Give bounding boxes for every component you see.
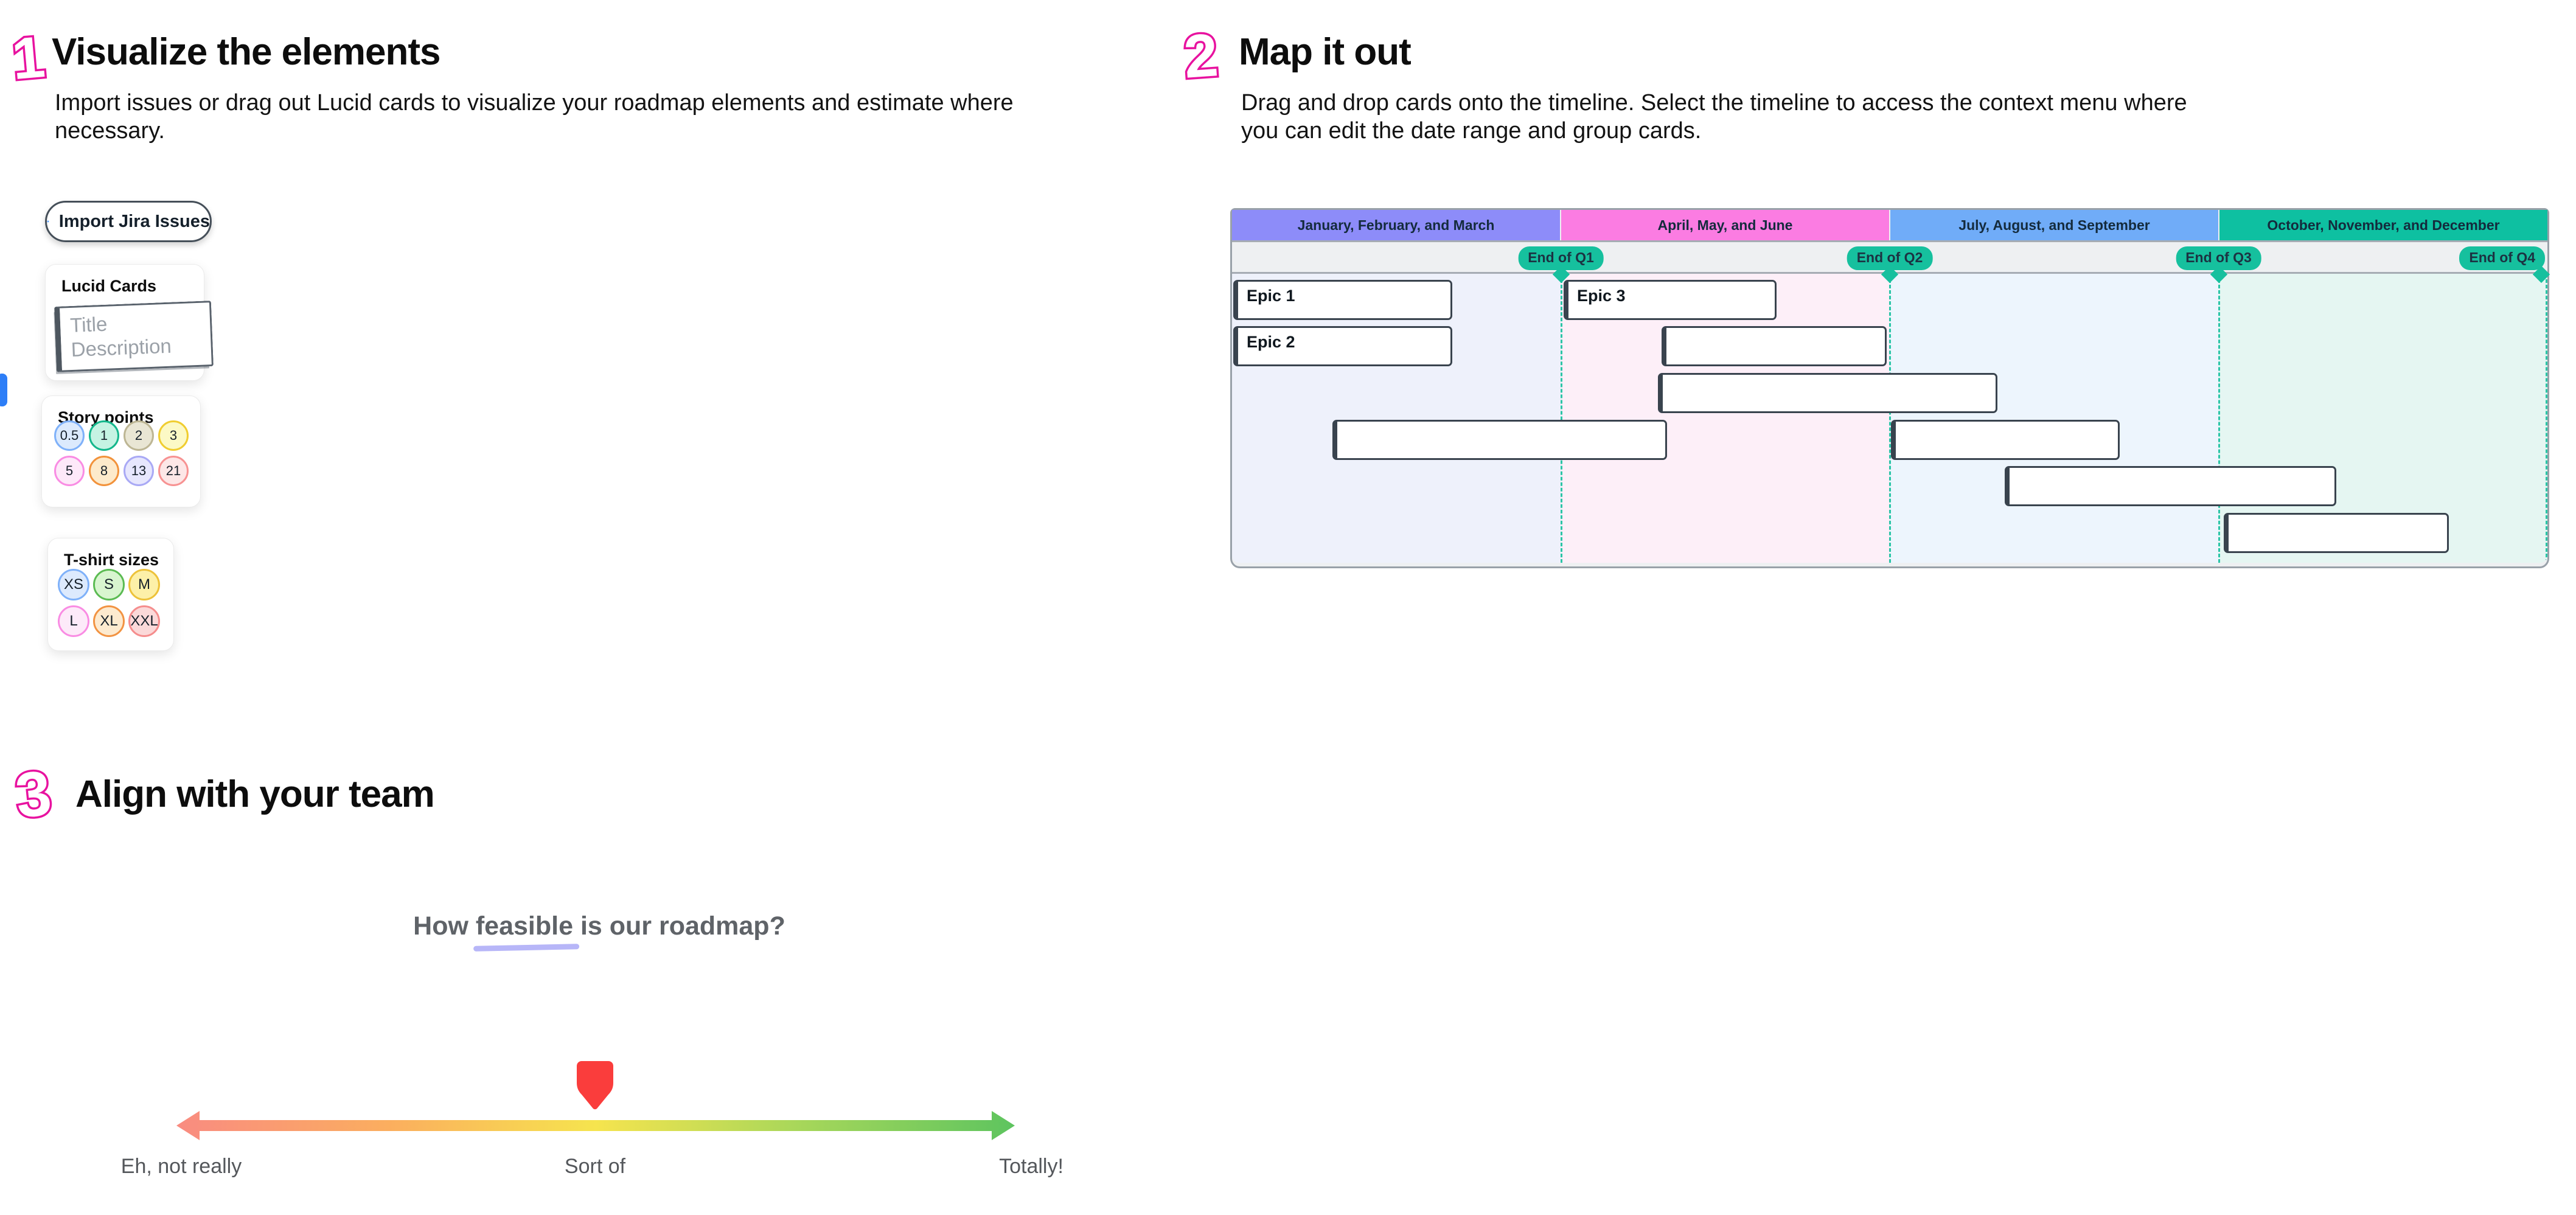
import-jira-issues-button[interactable]: Import Jira Issues (45, 201, 212, 242)
scale-label-2: Sort of (564, 1155, 626, 1178)
lucid-card-sketch[interactable]: Title Description (54, 301, 214, 372)
chip-m[interactable]: M (128, 569, 160, 601)
chip-13[interactable]: 13 (124, 456, 154, 486)
feasibility-question: How feasible is our roadmap? (413, 911, 785, 941)
chip-8[interactable]: 8 (89, 456, 119, 486)
chip-2[interactable]: 2 (124, 420, 154, 451)
quarter-boundary-line-2 (1889, 274, 1891, 563)
chip-5[interactable]: 5 (54, 456, 85, 486)
question-highlight: feasible (475, 911, 574, 941)
timeline-card-label (1666, 328, 1885, 333)
quarter-header-4[interactable]: October, November, and December (2218, 210, 2547, 240)
quarter-boundary-line-3 (2218, 274, 2220, 563)
scale-label-1: Eh, not really (120, 1155, 242, 1178)
timeline-card-label (1663, 375, 1996, 380)
scale-label-3: Totally! (999, 1155, 1063, 1178)
timeline-card-label: Epic 1 (1247, 287, 1295, 305)
marker-shape (577, 1061, 613, 1110)
timeline-card-label (2010, 468, 2334, 473)
lucid-cards-panel: Lucid Cards Title Description (45, 264, 214, 381)
timeline-card-label (1337, 422, 1665, 426)
lucid-cards-title: Lucid Cards (61, 277, 157, 295)
timeline-card-label: Epic 3 (1577, 287, 1626, 305)
question-prefix: How (413, 911, 476, 941)
quarter-header-3[interactable]: July, August, and September (1889, 210, 2218, 240)
description-line: you can edit the date range and group ca… (1241, 118, 1702, 144)
chip-xxl[interactable]: XXL (128, 605, 160, 637)
timeline-card-label: Epic 2 (1247, 333, 1295, 351)
quarter-column-3 (1890, 274, 2219, 563)
timeline-card-label (1896, 422, 2118, 426)
tshirt-sizes-title: T-shirt sizes (64, 551, 159, 569)
quarter-header-2[interactable]: April, May, and June (1560, 210, 1889, 240)
section-2-title: Map it out (1239, 31, 1412, 73)
timeline-card-epic-1[interactable]: Epic 1 (1233, 280, 1452, 320)
section-3-number: 3 (10, 756, 57, 834)
question-suffix: is our roadmap? (573, 911, 785, 941)
quarter-boundary-line-4 (2546, 274, 2547, 563)
chip-1[interactable]: 1 (89, 420, 119, 451)
chip-3[interactable]: 3 (158, 420, 189, 451)
import-jira-issues-label: Import Jira Issues (58, 211, 210, 231)
blue-edge-marker (0, 374, 7, 406)
timeline-card-empty[interactable] (2005, 466, 2336, 506)
description-line: Drag and drop cards onto the timeline. S… (1241, 90, 2187, 116)
description-line: necessary. (55, 118, 165, 144)
timeline-card-empty[interactable] (2224, 513, 2449, 553)
timeline-card-label (2229, 515, 2447, 520)
description-line: Import issues or drag out Lucid cards to… (55, 90, 1014, 116)
chip-s[interactable]: S (93, 569, 125, 601)
timeline-card-empty[interactable] (1658, 373, 1997, 413)
timeline-card-epic-3[interactable]: Epic 3 (1564, 280, 1777, 320)
milestone-badge-q2[interactable]: End of Q2 (1847, 246, 1933, 270)
quarter-column-1 (1232, 274, 1561, 563)
chip-0.5[interactable]: 0.5 (54, 420, 85, 451)
section-3-title: Align with your team (75, 773, 435, 815)
chip-xs[interactable]: XS (58, 569, 89, 601)
quarter-boundary-line-1 (1560, 274, 1562, 563)
arrow-left-head (176, 1111, 200, 1140)
section-1-title: Visualize the elements (52, 31, 440, 73)
section-2-number: 2 (1180, 19, 1222, 94)
timeline-body: Epic 1 Epic 2 Epic 3 (1232, 274, 2547, 563)
quarter-header-1[interactable]: January, February, and March (1232, 210, 1560, 240)
slider-marker-icon[interactable] (576, 1060, 614, 1111)
timeline-card-epic-2[interactable]: Epic 2 (1233, 326, 1452, 366)
chip-l[interactable]: L (58, 605, 89, 637)
gradient-arrow-track (176, 1111, 1015, 1140)
arrow-right-head (992, 1111, 1015, 1140)
section-1-number: 1 (7, 22, 50, 94)
section-1-description: Import issues or drag out Lucid cards to… (55, 89, 1014, 145)
timeline-card-empty[interactable] (1332, 420, 1667, 460)
milestone-badge-q4[interactable]: End of Q4 (2459, 246, 2545, 270)
quarter-column-2 (1561, 274, 1890, 563)
section-2-description: Drag and drop cards onto the timeline. S… (1241, 89, 2187, 145)
timeline-card-empty[interactable] (1662, 326, 1887, 366)
jira-icon (47, 220, 49, 223)
milestone-badge-q1[interactable]: End of Q1 (1518, 246, 1604, 270)
timeline-card-empty[interactable] (1891, 420, 2120, 460)
arrow-shaft (197, 1120, 994, 1131)
feasibility-slider: Eh, not really Sort of Totally! (121, 1060, 1063, 1200)
chip-21[interactable]: 21 (158, 456, 189, 486)
chip-xl[interactable]: XL (93, 605, 125, 637)
